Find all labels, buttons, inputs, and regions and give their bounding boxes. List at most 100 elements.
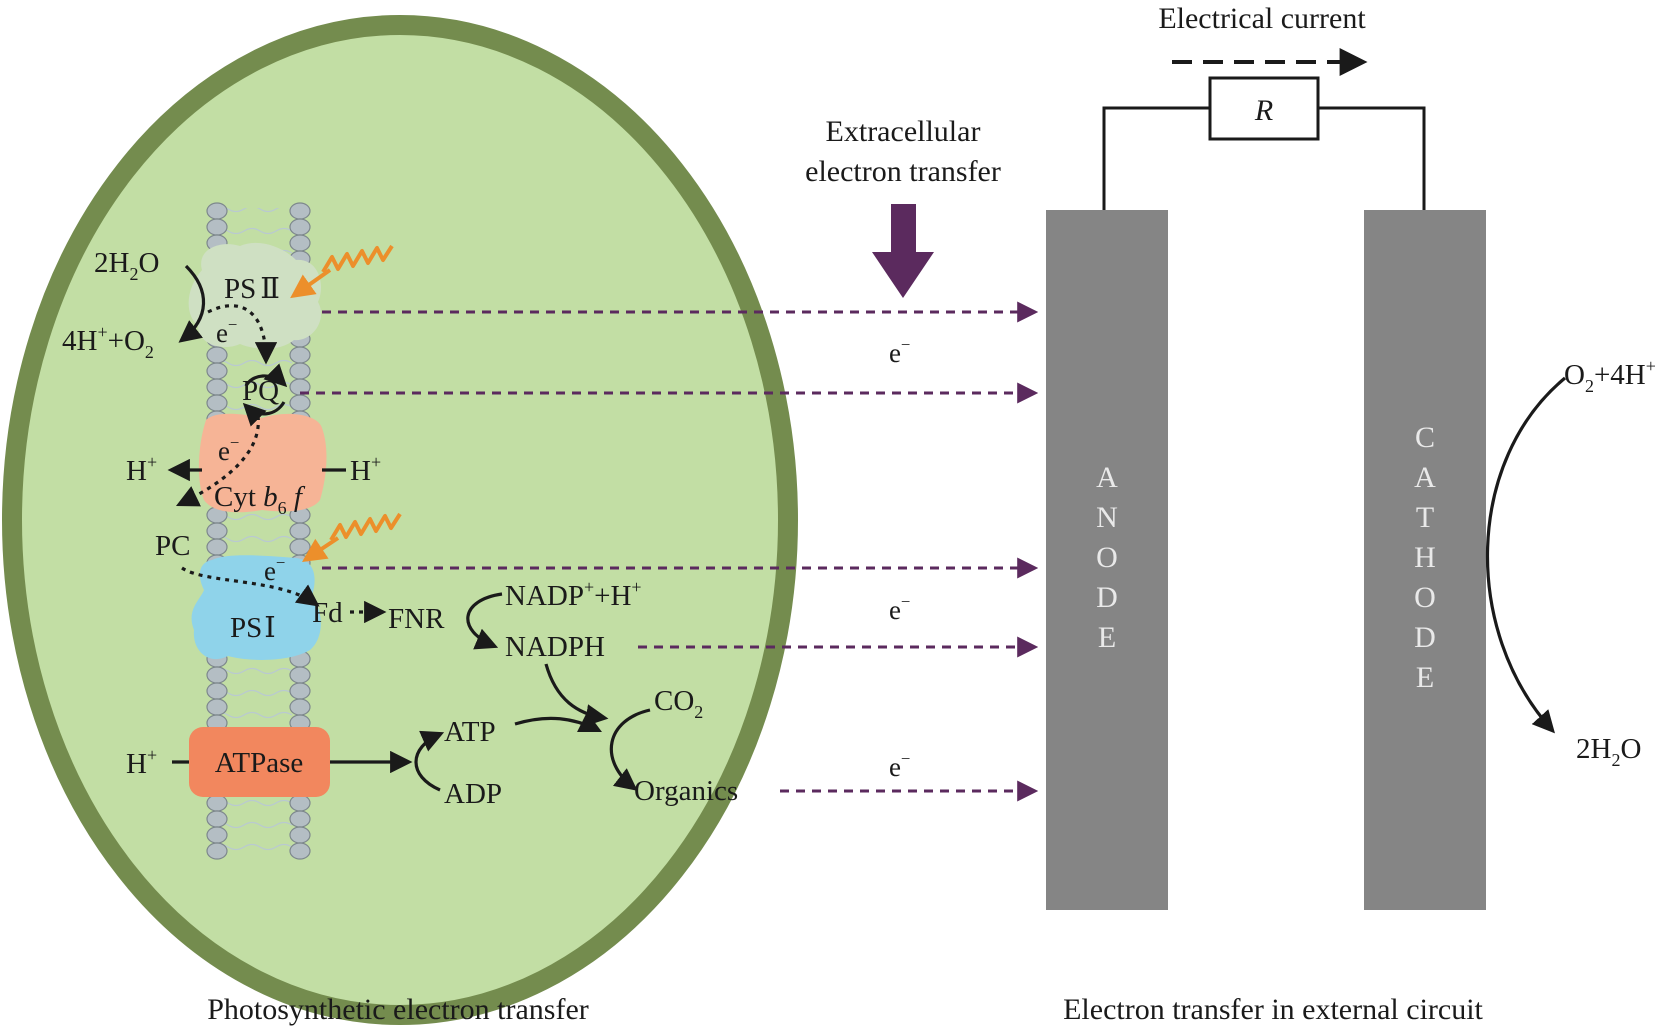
phospholipid-head <box>206 394 228 412</box>
pq-to-pc-dotted <box>175 415 260 507</box>
cathode-letter: A <box>1414 461 1436 494</box>
cyt-b6f-label: Cyt b6 f <box>214 481 306 518</box>
nadp-label: NADP++H+ <box>505 577 642 612</box>
phospholipid-head <box>206 682 228 700</box>
phospholipid-head <box>206 826 228 844</box>
anode-letter: O <box>1096 541 1118 574</box>
phospholipid-head <box>289 522 311 540</box>
pc-label: PC <box>155 530 190 562</box>
electrical-current-label: Electrical current <box>1158 2 1366 35</box>
cathode-letter: O <box>1414 581 1436 614</box>
phospholipid-head <box>289 794 311 812</box>
pq-cycle-top <box>244 363 288 388</box>
phospholipid-head <box>289 810 311 828</box>
light-arrow-psii <box>290 244 394 299</box>
cathode-letter: H <box>1414 541 1436 574</box>
phospholipid-head <box>206 810 228 828</box>
co2-to-organics-arrow <box>609 708 651 791</box>
phospholipid-head <box>206 202 228 220</box>
pq-cycle-bottom <box>242 401 286 427</box>
cathode-product: 2H2O <box>1576 733 1641 770</box>
phospholipid-head <box>206 346 228 364</box>
anode-letter: N <box>1096 501 1118 534</box>
cyt-electron-label: e− <box>218 433 239 466</box>
electron-label-3: e− <box>889 749 910 782</box>
water-split-arrow <box>178 264 206 343</box>
cell-body <box>2 15 798 1025</box>
cathode-letter: T <box>1416 501 1434 534</box>
phospholipid-head <box>206 666 228 684</box>
cell-reaction-arrows <box>167 264 651 792</box>
psi-electron-label: e− <box>264 553 285 586</box>
pq-label: PQ <box>242 375 279 407</box>
organics-label: Organics <box>634 775 738 807</box>
extracellular-transfer-arrow <box>872 204 934 298</box>
resistor-label: R <box>1254 94 1273 127</box>
cathode-reactant: O2+4H+ <box>1564 356 1656 396</box>
psi-label: PSⅠ <box>230 612 276 644</box>
nadph-label: NADPH <box>505 631 605 663</box>
anode-letter: D <box>1096 581 1118 614</box>
caption-left: Photosynthetic electron transfer <box>207 993 589 1026</box>
extracellular-electron-arrows <box>300 301 1039 802</box>
psii-complex <box>188 242 322 349</box>
phospholipid-head <box>289 842 311 860</box>
atp-to-co2-arrow <box>514 711 603 733</box>
psii-electron-label: e− <box>216 315 237 348</box>
phospholipid-head <box>289 362 311 380</box>
phospholipid-head <box>289 346 311 364</box>
psii-to-pq-dotted <box>207 304 278 365</box>
cathode-letter: E <box>1416 661 1434 694</box>
phospholipid-head <box>206 362 228 380</box>
anode-letter: E <box>1098 621 1116 654</box>
phospholipid-head <box>206 378 228 396</box>
proton-label-cyt-left: H+ <box>126 452 157 487</box>
phospholipid-head <box>206 218 228 236</box>
electron-label-2: e− <box>889 592 910 625</box>
phospholipid-head <box>289 666 311 684</box>
resistor <box>1208 76 1320 141</box>
fnr-label: FNR <box>388 603 445 635</box>
phospholipid-head <box>206 538 228 556</box>
cathode-electrode <box>1364 210 1486 910</box>
atp-label: ATP <box>444 716 496 748</box>
phospholipid-head <box>206 794 228 812</box>
phospholipid-head <box>289 202 311 220</box>
cathode-reaction-arrow <box>1485 376 1567 734</box>
phospholipid-head <box>289 234 311 252</box>
fd-label: Fd <box>312 597 343 629</box>
cyt-b6f-complex <box>198 413 327 513</box>
water-in-label: 2H2O <box>94 247 159 284</box>
phospholipid-head <box>206 842 228 860</box>
phospholipid-head <box>206 522 228 540</box>
anode-electrode <box>1046 210 1168 910</box>
proton-label-atpase: H+ <box>126 745 157 780</box>
phospholipid-head <box>206 698 228 716</box>
circuit-wire <box>1102 106 1426 210</box>
cathode-letter: C <box>1415 421 1435 454</box>
phospholipid-head <box>289 394 311 412</box>
phospholipid-head <box>289 682 311 700</box>
atpase-complex <box>189 727 330 797</box>
pc-to-fd-dotted <box>181 566 320 607</box>
phospholipid-head <box>289 826 311 844</box>
phospholipid-head <box>289 538 311 556</box>
adp-to-atp-arrow <box>414 730 445 792</box>
extracellular-label-line2: electron transfer <box>805 155 1001 188</box>
anode-letter: A <box>1096 461 1118 494</box>
co2-label: CO2 <box>654 685 703 722</box>
phospholipid-head <box>289 698 311 716</box>
extracellular-label-line1: Extracellular <box>826 115 981 148</box>
proton-label-cyt-right: H+ <box>350 452 381 487</box>
light-arrow-psi <box>302 512 402 562</box>
atpase-label: ATPase <box>215 747 304 779</box>
adp-label: ADP <box>444 778 502 810</box>
phospholipid-head <box>289 218 311 236</box>
water-out-label: 4H++O2 <box>62 322 154 362</box>
nadp-reduction-arrow <box>466 592 503 650</box>
cathode-letter: D <box>1414 621 1436 654</box>
